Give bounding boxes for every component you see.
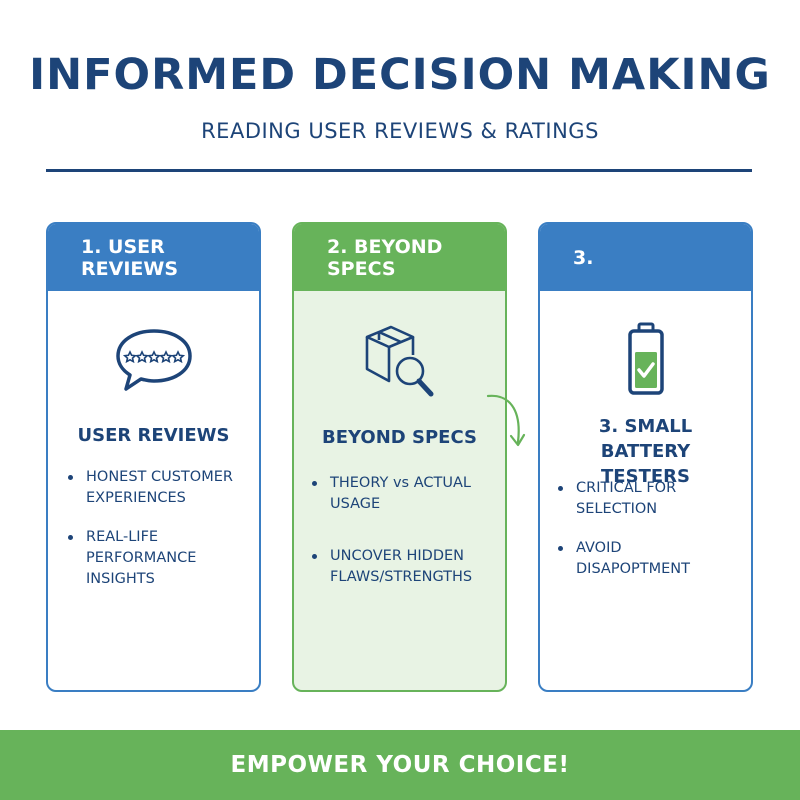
page-subtitle: READING USER REVIEWS & RATINGS <box>201 119 599 143</box>
speech-bubble-stars-icon <box>115 329 192 391</box>
bullet-item: THEORY vs ACTUAL USAGE <box>312 473 502 515</box>
page-title: INFORMED DECISION MAKING <box>29 50 771 100</box>
bullet-item: UNCOVER HIDDEN FLAWS/STRENGTHS <box>312 546 502 588</box>
bullet-item: CRITICAL FOR SELECTION <box>558 478 713 520</box>
box-magnifier-icon <box>365 325 433 397</box>
card-beyond-specs: 2. BEYOND SPECS BEYOND SPECS THEORY vs A… <box>292 222 507 692</box>
curved-arrow-icon <box>486 394 526 447</box>
card-header: 2. BEYOND SPECS <box>294 224 505 291</box>
bullet-item: AVOID DISAPOPTMENT <box>558 538 713 580</box>
card-battery-testers: 3. 3. SMALL BATTERY TESTERS CRITICAL FOR… <box>538 222 753 692</box>
card-title: BEYOND SPECS <box>322 427 477 448</box>
card-title: USER REVIEWS <box>77 425 230 446</box>
battery-check-icon <box>627 322 664 395</box>
card-header: 3. <box>540 224 751 291</box>
card-user-reviews: 1. USER REVIEWS USER REVIEWS HONEST CUST… <box>46 222 261 692</box>
card-title: 3. SMALL BATTERY TESTERS <box>598 416 693 487</box>
footer-banner: EMPOWER YOUR CHOICE! <box>0 730 800 800</box>
header-divider <box>46 169 752 172</box>
bullet-item: REAL-LIFE PERFORMANCE INSIGHTS <box>68 527 253 590</box>
bullet-item: HONEST CUSTOMER EXPERIENCES <box>68 467 253 509</box>
card-header: 1. USER REVIEWS <box>48 224 259 291</box>
